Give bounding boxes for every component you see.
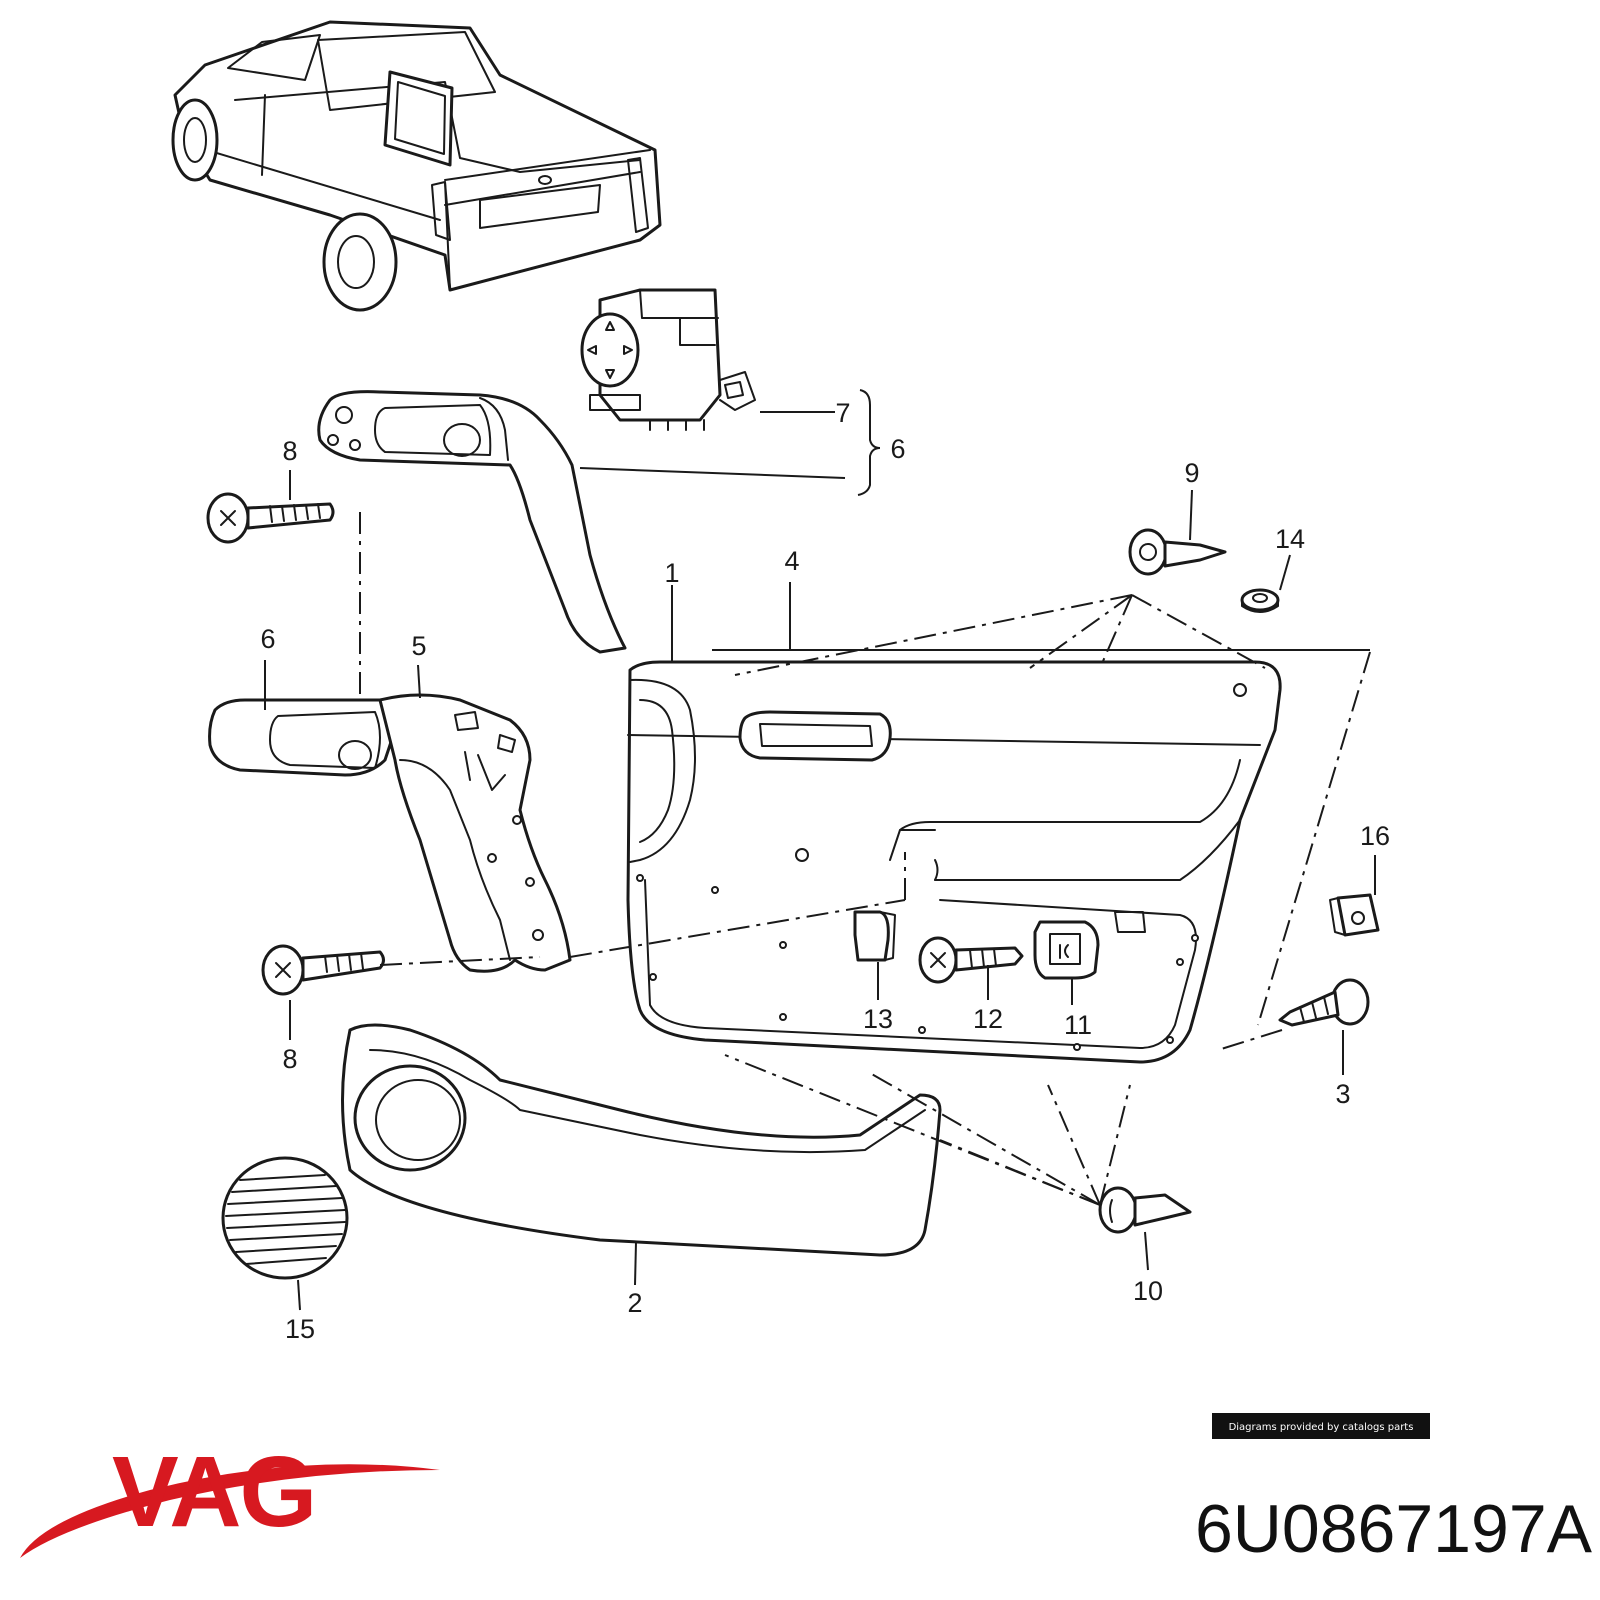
callout-4: 4 xyxy=(784,546,799,576)
trim-screw-part xyxy=(1278,978,1370,1027)
assembly-lines xyxy=(359,512,1371,1206)
credit-text: Diagrams provided by catalogs parts xyxy=(1229,1422,1414,1433)
callout-1: 1 xyxy=(664,558,679,588)
part-number: 6U0867197A xyxy=(1195,1491,1593,1567)
callout-labels: 1 2 3 4 5 6 6 7 8 8 9 10 11 12 13 14 15 … xyxy=(260,398,1390,1344)
callout-14: 14 xyxy=(1275,524,1305,554)
callout-7: 7 xyxy=(835,398,850,428)
callout-16: 16 xyxy=(1360,821,1390,851)
clip-nut-part xyxy=(1329,893,1380,937)
callout-5: 5 xyxy=(411,631,426,661)
door-pocket-speaker-trim-part xyxy=(341,1023,942,1257)
retaining-clip-upper xyxy=(1128,528,1227,576)
armrest-grip-part xyxy=(208,698,397,777)
brand-wordmark: VAG xyxy=(112,1436,315,1548)
callout-12: 12 xyxy=(973,1004,1003,1034)
cover-cap-part xyxy=(853,910,896,962)
upper-armrest-assembly xyxy=(317,390,627,654)
callout-6-left: 6 xyxy=(260,624,275,654)
credit-badge: Diagrams provided by catalogs parts xyxy=(1212,1413,1430,1439)
callout-3: 3 xyxy=(1335,1079,1350,1109)
screw-part-lower xyxy=(261,944,385,996)
pickup-truck-illustration xyxy=(171,20,662,312)
switch-housing-part xyxy=(1033,920,1100,980)
callout-8-top: 8 xyxy=(282,436,297,466)
callout-15: 15 xyxy=(285,1314,315,1344)
speaker-grille-part xyxy=(221,1156,349,1280)
retaining-clip-lower xyxy=(1098,1186,1192,1234)
grommet-part xyxy=(1240,588,1280,613)
callout-9: 9 xyxy=(1184,458,1199,488)
armrest-bracket-part xyxy=(378,693,572,973)
vag-logo: VAG xyxy=(20,1436,440,1558)
leader-lines xyxy=(264,389,1376,1311)
mirror-switch-part xyxy=(580,288,756,431)
callout-2: 2 xyxy=(627,1288,642,1318)
callout-10: 10 xyxy=(1133,1276,1163,1306)
screw-part-upper xyxy=(206,492,335,544)
door-trim-panel-part xyxy=(626,660,1282,1064)
callout-8-bottom: 8 xyxy=(282,1044,297,1074)
callout-11: 11 xyxy=(1064,1010,1092,1040)
callout-6-right: 6 xyxy=(890,434,905,464)
callout-13: 13 xyxy=(863,1004,893,1034)
small-screw-part xyxy=(918,936,1024,984)
